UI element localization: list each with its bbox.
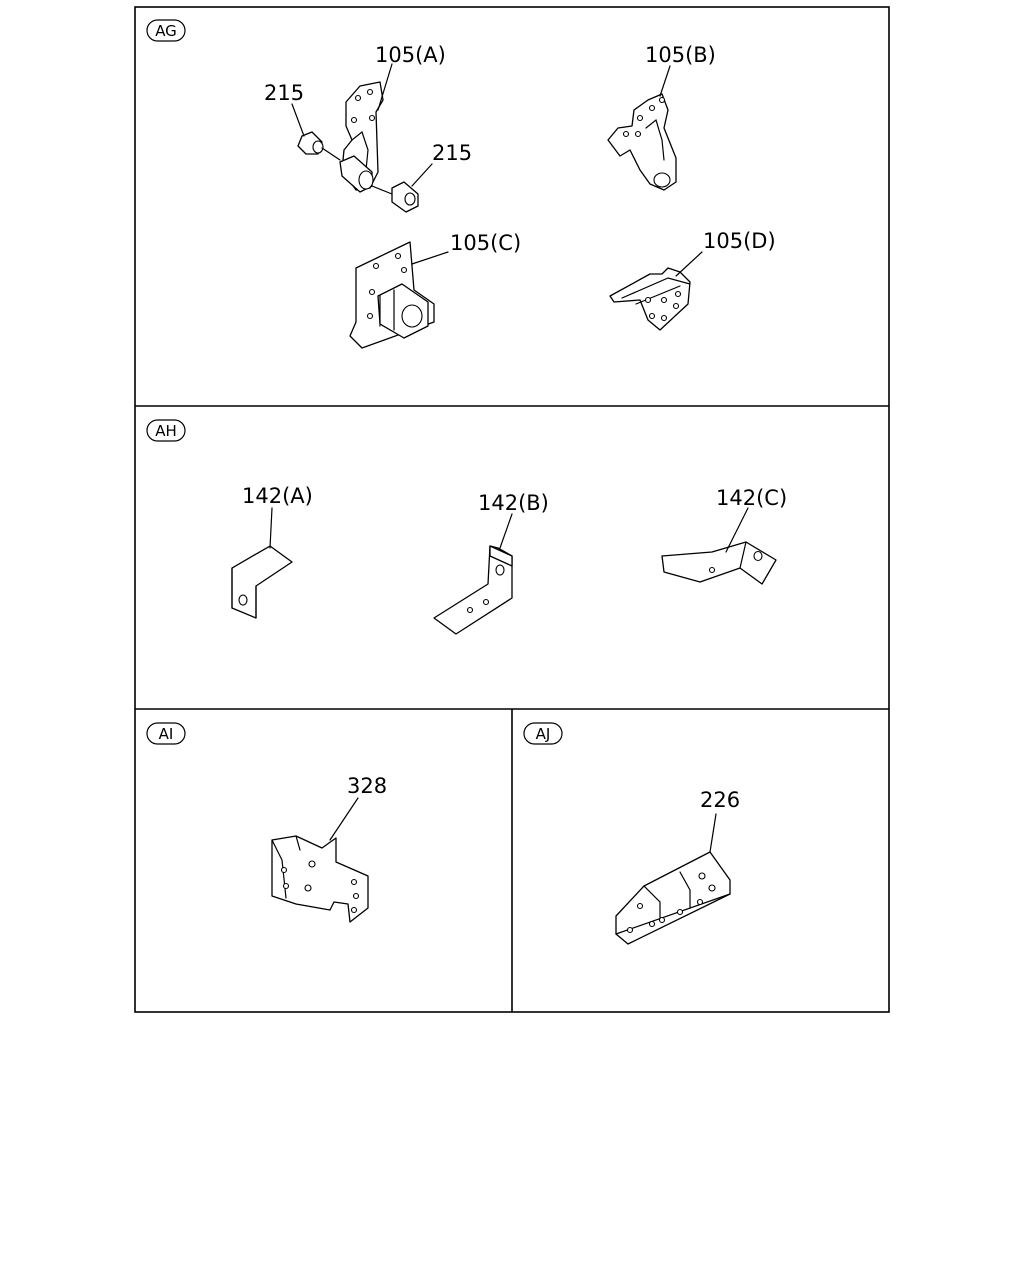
label-105d: 105(D) xyxy=(703,229,776,253)
svg-text:AJ: AJ xyxy=(536,725,551,743)
leader-142c xyxy=(725,507,749,553)
part-105c-bracket xyxy=(349,241,435,349)
leader-215-right xyxy=(411,163,433,187)
leader-105b xyxy=(659,65,671,97)
leader-105d xyxy=(675,251,703,277)
part-328-bracket xyxy=(271,835,369,923)
label-105b: 105(B) xyxy=(645,43,716,67)
part-142b-bracket xyxy=(433,545,513,635)
leader-215-left xyxy=(291,103,305,137)
leader-142b xyxy=(499,513,513,549)
section-aj: AJ 226 xyxy=(523,722,740,945)
part-215-bushing-left xyxy=(297,131,341,161)
label-328: 328 xyxy=(347,774,387,798)
leader-328 xyxy=(329,797,359,841)
label-142b: 142(B) xyxy=(478,491,549,515)
label-142a: 142(A) xyxy=(242,484,313,508)
leader-105a xyxy=(377,63,393,111)
part-105a-bracket xyxy=(339,81,384,193)
section-badge-ag: AG xyxy=(146,19,186,42)
label-215-right: 215 xyxy=(432,141,472,165)
label-226: 226 xyxy=(700,788,740,812)
svg-text:AG: AG xyxy=(155,22,177,40)
part-226-bracket xyxy=(615,851,731,945)
part-142c-bracket xyxy=(661,541,777,585)
label-215-left: 215 xyxy=(264,81,304,105)
part-142a-bracket xyxy=(231,545,293,619)
section-ag: AG 105(A) 215 215 xyxy=(146,19,776,349)
section-badge-ai: AI xyxy=(146,722,186,745)
leader-226 xyxy=(709,813,717,853)
diagram-frame xyxy=(134,6,890,1013)
part-105d-bracket xyxy=(609,267,691,331)
part-105b-bracket xyxy=(607,93,677,191)
part-215-bushing-right xyxy=(371,181,419,213)
label-105c: 105(C) xyxy=(450,231,521,255)
label-105a: 105(A) xyxy=(375,43,446,67)
section-badge-aj: AJ xyxy=(523,722,563,745)
leader-142a xyxy=(269,507,273,549)
svg-text:AH: AH xyxy=(155,422,177,440)
label-142c: 142(C) xyxy=(716,486,787,510)
leader-105c xyxy=(411,251,449,265)
section-ah: AH 142(A) 142(B) 142(C) xyxy=(146,419,787,635)
section-badge-ah: AH xyxy=(146,419,186,442)
svg-text:AI: AI xyxy=(159,725,174,743)
section-ai: AI 328 xyxy=(146,722,387,923)
